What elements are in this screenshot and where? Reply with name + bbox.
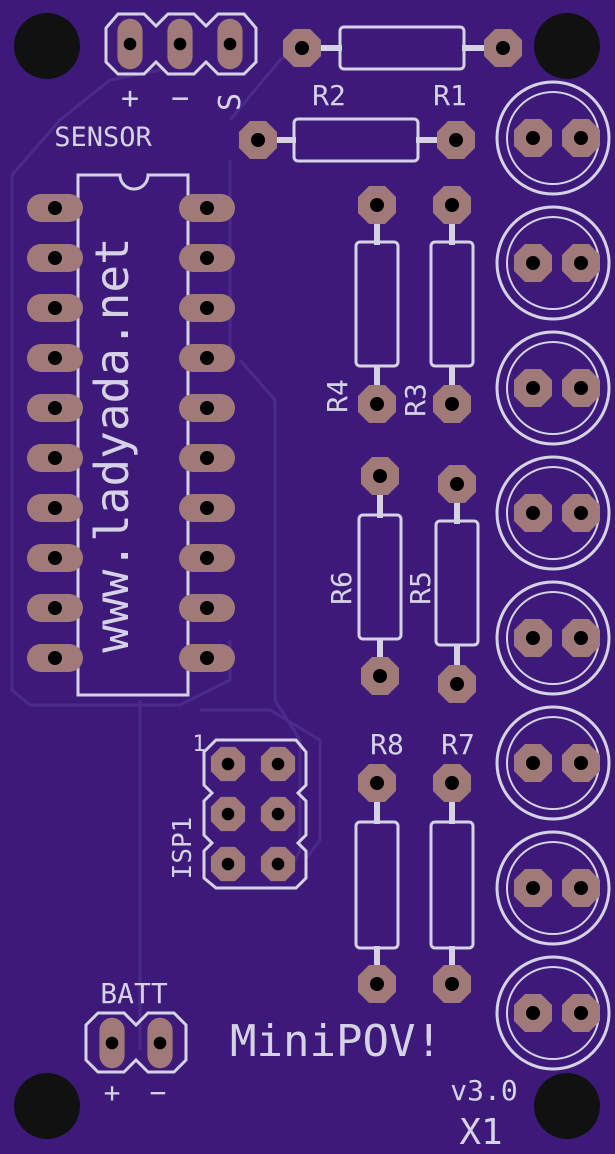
- led-icon: [495, 80, 611, 196]
- resistor-icon: [292, 117, 420, 163]
- resistor-icon: [354, 240, 400, 368]
- ic-chip-icon: [76, 173, 190, 697]
- ic-chip: www.ladyada.net: [27, 173, 235, 697]
- header-icon: [202, 738, 308, 890]
- r2-label: R2: [312, 79, 346, 112]
- led-icon: [495, 830, 611, 946]
- mounting-hole-icon: [14, 13, 80, 79]
- version-label: v3.0: [450, 1074, 517, 1107]
- sensor-minus-label: −: [171, 81, 189, 116]
- resistor-r6: R6: [325, 457, 403, 695]
- product-label: MiniPOV!: [230, 1016, 442, 1067]
- led-8: [495, 955, 611, 1071]
- led-icon: [495, 205, 611, 321]
- mounting-hole-icon: [14, 1073, 80, 1139]
- mounting-hole-icon: [534, 1073, 600, 1139]
- resistor-icon: [434, 519, 480, 647]
- led-5: [495, 580, 611, 696]
- r8-label: R8: [370, 728, 404, 761]
- led-3: [495, 330, 611, 446]
- led-icon: [495, 455, 611, 571]
- led-column: [495, 80, 611, 1071]
- resistor-icon: [429, 240, 475, 368]
- resistor-r8: R8: [354, 728, 404, 1003]
- sensor-label: SENSOR: [54, 122, 152, 153]
- r4-label: R4: [321, 379, 354, 413]
- resistor-r4: R4: [321, 186, 400, 423]
- led-2: [495, 205, 611, 321]
- mounting-holes: [14, 13, 600, 1139]
- isp-label: ISP1: [168, 817, 198, 880]
- resistor-icon: [354, 820, 400, 950]
- led-icon: [495, 705, 611, 821]
- r5-label: R5: [404, 571, 437, 605]
- batt-plus-label: +: [104, 1076, 121, 1109]
- resistor-r5: R5: [404, 465, 480, 703]
- led-icon: [495, 580, 611, 696]
- led-1: [495, 80, 611, 196]
- isp-pin1-label: 1: [192, 732, 205, 757]
- resistor-icon: [429, 820, 475, 950]
- header-icon: [84, 1011, 188, 1074]
- designator-label: X1: [459, 1112, 502, 1153]
- isp-header: 1 ISP1: [168, 732, 308, 890]
- resistor-icon: [357, 513, 403, 641]
- sensor-s-label: S: [213, 93, 248, 111]
- led-icon: [495, 330, 611, 446]
- led-icon: [495, 955, 611, 1071]
- r1-label: R1: [433, 79, 467, 112]
- traces: [10, 46, 322, 1050]
- resistor-r1: [239, 117, 475, 163]
- sensor-plus-label: +: [121, 81, 139, 116]
- resistor-icon: [338, 25, 466, 71]
- led-4: [495, 455, 611, 571]
- header-icon: [104, 12, 258, 76]
- mounting-hole-icon: [534, 13, 600, 79]
- batt-minus-label: −: [150, 1076, 167, 1109]
- r3-label: R3: [399, 383, 432, 417]
- battery-header: BATT + −: [84, 977, 188, 1109]
- resistor-r3: R3: [399, 186, 475, 423]
- led-7: [495, 830, 611, 946]
- r6-label: R6: [325, 571, 358, 605]
- batt-label: BATT: [100, 977, 168, 1010]
- url-label: www.ladyada.net: [85, 237, 139, 652]
- resistor-r2: R2 R1: [283, 25, 522, 112]
- r7-label: R7: [441, 728, 475, 761]
- resistor-r7: R7: [429, 728, 475, 1003]
- sensor-header: + − S SENSOR: [54, 12, 258, 153]
- led-6: [495, 705, 611, 821]
